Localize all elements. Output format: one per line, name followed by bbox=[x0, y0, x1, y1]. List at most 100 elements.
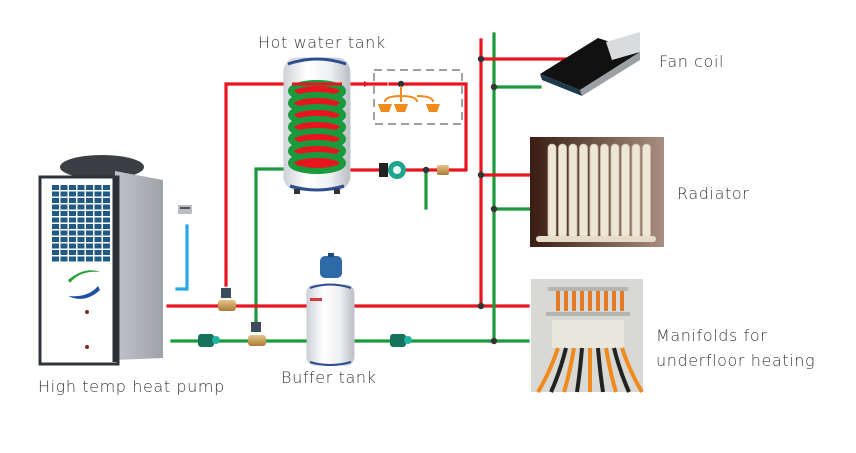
grille-cell bbox=[77, 198, 85, 203]
radiator-column bbox=[547, 143, 557, 239]
grille-cell bbox=[69, 217, 76, 223]
fan-coil-unit[interactable] bbox=[540, 32, 640, 96]
grille-cell bbox=[103, 185, 110, 190]
circulation-pump-icon bbox=[379, 161, 406, 179]
junction-dot bbox=[397, 80, 405, 88]
hot-water-taps[interactable] bbox=[373, 69, 463, 125]
grille-cell bbox=[94, 224, 102, 229]
underfloor-pipe bbox=[596, 347, 605, 393]
junction-dot bbox=[477, 55, 485, 63]
grille-cell bbox=[52, 237, 59, 242]
underfloor-pipe bbox=[562, 347, 576, 393]
motorized-valve-icon bbox=[218, 288, 236, 311]
manifold-loop bbox=[596, 291, 600, 311]
manifolds-label-line2: underfloor heating bbox=[656, 351, 816, 370]
heat-pump-unit[interactable] bbox=[38, 155, 163, 366]
grille-cell bbox=[60, 224, 68, 229]
manifold-loop bbox=[580, 291, 584, 311]
grille-cell bbox=[103, 217, 110, 223]
grille-cell bbox=[60, 250, 68, 255]
radiator-unit[interactable] bbox=[530, 137, 664, 247]
grille-cell bbox=[60, 230, 68, 236]
grille-cell bbox=[86, 250, 93, 255]
grille-cell bbox=[103, 204, 110, 210]
junction-dot bbox=[490, 83, 498, 91]
tap-icon bbox=[378, 104, 392, 112]
grille-cell bbox=[103, 243, 110, 249]
grille-cell bbox=[69, 237, 76, 242]
grille-cell bbox=[86, 256, 93, 262]
grille-cell bbox=[77, 250, 85, 255]
logo-icon bbox=[68, 270, 100, 283]
radiator-column bbox=[642, 143, 651, 239]
radiator-column bbox=[579, 143, 588, 239]
grille-cell bbox=[60, 243, 68, 249]
grille-cell bbox=[69, 204, 76, 210]
radiator-tubes bbox=[536, 143, 656, 242]
grille-cell bbox=[60, 211, 68, 216]
grille-cell bbox=[60, 204, 68, 210]
grille-cell bbox=[94, 230, 102, 236]
grille-cell bbox=[86, 211, 93, 216]
underfloor-pipe bbox=[536, 347, 560, 394]
grille-cell bbox=[94, 191, 102, 197]
underfloor-pipe bbox=[604, 347, 618, 393]
pipes bbox=[166, 32, 567, 343]
grille-cell bbox=[94, 198, 102, 203]
check-valve-icon bbox=[437, 165, 449, 175]
grille-cell bbox=[86, 204, 93, 210]
grille-cell bbox=[52, 185, 59, 190]
pipe-cold-inlet bbox=[175, 224, 189, 291]
grille-cell bbox=[52, 191, 59, 197]
junction-dot bbox=[422, 166, 430, 174]
manifold-unit[interactable] bbox=[531, 279, 644, 394]
pipe-hot-tank-supply bbox=[224, 82, 294, 287]
grille-cell bbox=[77, 185, 85, 190]
grille-cell bbox=[94, 185, 102, 190]
grille-cell bbox=[94, 211, 102, 216]
grille-cell bbox=[86, 198, 93, 203]
grille-cell bbox=[86, 185, 93, 190]
grille-cell bbox=[60, 185, 68, 190]
radiator-column bbox=[631, 143, 641, 239]
grille-cell bbox=[77, 230, 85, 236]
underfloor-pipe bbox=[549, 347, 568, 393]
grille-cell bbox=[60, 217, 68, 223]
grille-cell bbox=[86, 230, 93, 236]
underfloor-pipe bbox=[575, 347, 584, 393]
grille-cell bbox=[60, 237, 68, 242]
pipe-hot-taps-loop bbox=[388, 82, 468, 172]
junctions bbox=[397, 55, 498, 345]
grille-cell bbox=[103, 256, 110, 262]
grille-cell bbox=[52, 243, 59, 249]
grille-cell bbox=[69, 224, 76, 229]
manifold-loop bbox=[556, 291, 560, 311]
grille-cell bbox=[52, 211, 59, 216]
junction-dot bbox=[477, 302, 485, 310]
tap-icon bbox=[426, 104, 440, 112]
grille-cell bbox=[103, 237, 110, 242]
grille-cell bbox=[77, 204, 85, 210]
manifold-pipes bbox=[536, 291, 644, 394]
grille-cell bbox=[60, 256, 68, 262]
air-vent-icon bbox=[178, 205, 192, 214]
grille-cell bbox=[86, 191, 93, 197]
water-pump-icon bbox=[390, 334, 412, 347]
grille-cell bbox=[94, 243, 102, 249]
grille-cell bbox=[52, 230, 59, 236]
hot-water-tank[interactable] bbox=[283, 57, 370, 194]
grille-cell bbox=[94, 204, 102, 210]
junction-dot bbox=[490, 337, 498, 345]
radiator-column bbox=[589, 143, 599, 239]
grille-cell bbox=[86, 237, 93, 242]
grille-cell bbox=[69, 198, 76, 203]
heat-pump-label: High temp heat pump bbox=[38, 377, 225, 396]
grille-cell bbox=[86, 224, 93, 229]
fan-coil-label: Fan coil bbox=[659, 52, 725, 71]
grille-cell bbox=[94, 250, 102, 255]
grille-cell bbox=[103, 211, 110, 216]
buffer-tank[interactable] bbox=[306, 253, 355, 366]
grille-cell bbox=[69, 256, 76, 262]
grille-cell bbox=[69, 191, 76, 197]
